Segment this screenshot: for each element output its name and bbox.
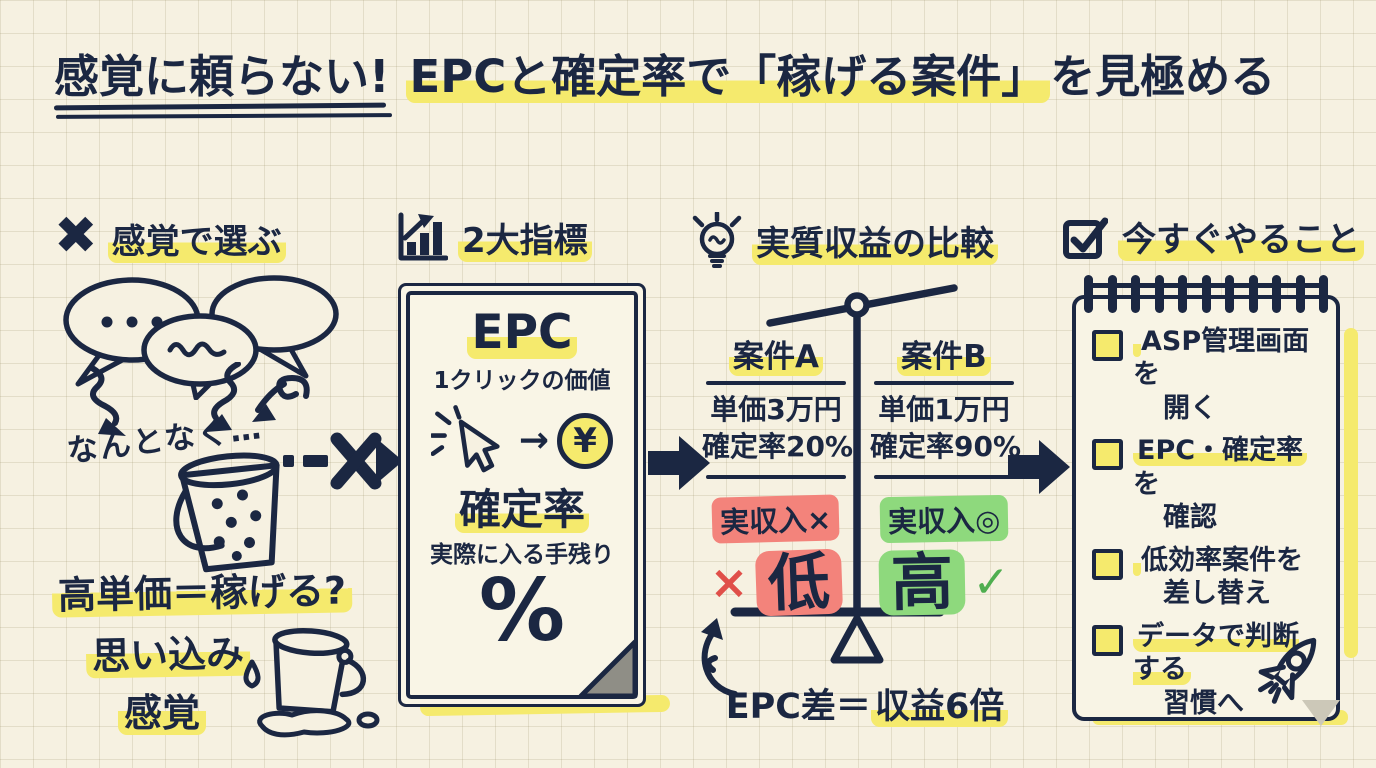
todo-rest: 低効率案件を [1141,544,1303,576]
todo-text: データで判断する 習慣へ [1133,620,1324,720]
todo-highlight [1133,326,1141,357]
todo-line2: 習慣へ [1163,687,1244,719]
section-metrics-header: 2大指標 [394,212,592,262]
todo-line2: 確認 [1163,502,1217,534]
todo-highlight [1133,544,1141,576]
section-intuition-title: 感覚で選ぶ [107,213,286,263]
todo-item: 低効率案件を 差し替え [1092,544,1324,611]
rocket-icon [1258,637,1317,704]
check-mark-green: ✓ [972,556,1010,608]
metrics-card-inner: EPC 1クリックの価値 → ¥ 確定率 実際に入る手残り % [406,291,638,699]
case-b-column: 案件B 単価1万円 確定率90% 実収入◎ 高 ✓ [870,331,1022,619]
checkbox-check-icon [1063,217,1108,259]
todo-rest: を [1133,468,1160,500]
checkbox-icon [1092,439,1123,471]
epc-description: 1クリックの価値 [433,367,611,394]
section-actions-header: 今すぐやること [1062,212,1364,261]
case-a-verdict: 低 [755,545,844,620]
right-block-arrow-icon [1008,440,1070,494]
rate-label: 確定率 [454,486,589,533]
yen-symbol: ¥ [573,420,597,461]
conclusion-highlight: 収益6倍 [870,687,1009,727]
section-comparison-title: 実質収益の比較 [752,215,998,265]
todo-highlight: EPC・確定率 [1133,435,1308,467]
folded-corner-icon [578,639,638,699]
metrics-card: EPC 1クリックの価値 → ¥ 確定率 実際に入る手残り % [398,283,646,707]
todo-item: EPC・確定率を 確認 [1092,434,1324,534]
title-highlight-part: EPCと確定率で「稼げる案件」 [405,50,1051,103]
section-intuition-header: ✖ 感覚で選ぶ [54,206,286,266]
case-a-rate: 確定率20% [702,429,854,463]
belief-assumption-text: 思い込み [85,623,251,681]
x-mark-red: × [709,555,749,610]
pad-highlight-right [1344,328,1358,658]
belief-assumption-label: 思い込み [85,631,251,679]
checkbox-icon [1092,330,1123,361]
bar-chart-icon [398,212,448,261]
todo-list: ASP管理画面を 開く EPC・確定率を 確認 低効率案件を 差し替え [1076,299,1336,720]
scribble-arrows-icon [89,362,310,436]
case-a-column: 案件A 単価3万円 確定率20% 実収入× × 低 [702,331,854,620]
case-a-name: 案件A [729,331,823,376]
section-comparison-header: 実質収益の比較 [692,212,998,268]
case-a-price: 単価3万円 [710,393,842,426]
cursor-click-icon [430,404,500,473]
todo-notepad: ASP管理画面を 開く EPC・確定率を 確認 低効率案件を 差し替え [1072,275,1340,721]
checkbox-icon [1092,548,1123,580]
title-rest-part: を見極める [1050,50,1276,103]
comparison-conclusion: EPC差＝収益6倍 [712,678,1022,729]
page-curl-shadow [1302,700,1340,726]
x-mark-icon: ✖ [54,206,98,266]
page-title: 感覚に頼らない!EPCと確定率で「稼げる案件」を見極める [54,40,1275,115]
belief-feeling-label: 感覚 [118,691,207,735]
speech-bubbles-icon [63,275,339,400]
spiral-binding-icon [1084,275,1328,313]
case-b-verdict: 高 [877,545,966,619]
divider [706,381,846,385]
todo-item: データで判断する 習慣へ [1092,620,1324,720]
checkbox-icon [1092,624,1123,656]
case-b-verdict-row: 高 ✓ [870,545,1018,619]
rate-description: 実際に入る手残り [430,541,614,568]
percent-symbol: % [478,560,566,661]
belief-feeling-text: 感覚 [118,682,207,737]
right-block-arrow-icon [648,436,710,490]
section-metrics-title: 2大指標 [458,212,592,262]
section-actions-title: 今すぐやること [1118,212,1364,261]
curved-arrow-icon [701,627,738,697]
case-a-income-badge: 実収入× [711,494,841,544]
todo-line2: 開く [1163,392,1217,424]
lightbulb-icon [692,212,742,268]
click-to-money-row: → ¥ [430,404,614,477]
todo-rest: ASP管理画面を [1133,326,1310,391]
yen-coin-icon: ¥ [557,412,614,469]
conclusion-prefix: EPC差＝ [725,687,871,727]
case-b-income-badge: 実収入◎ [879,494,1009,544]
epc-label: EPC [467,307,577,359]
case-b-name: 案件B [897,331,991,376]
divider [874,474,1014,479]
divider [706,474,846,479]
dripping-bucket-icon [243,627,380,738]
divider [874,381,1014,385]
case-b-rate: 確定率90% [870,429,1022,463]
case-a-verdict-row: × 低 [702,545,850,620]
leaky-bucket-icon [173,452,280,573]
todo-item: ASP管理画面を 開く [1092,325,1324,425]
title-underlined-part: 感覚に頼らない! [54,40,396,115]
arrow-right: → [518,420,550,462]
todo-line2: 差し替え [1163,578,1271,610]
todo-text: ASP管理画面を 開く [1133,325,1324,425]
todo-text: 低効率案件を 差し替え [1133,544,1303,611]
case-b-price: 単価1万円 [878,393,1010,426]
todo-text: EPC・確定率を 確認 [1133,434,1324,534]
dashed-x-arrow-icon [283,432,403,490]
